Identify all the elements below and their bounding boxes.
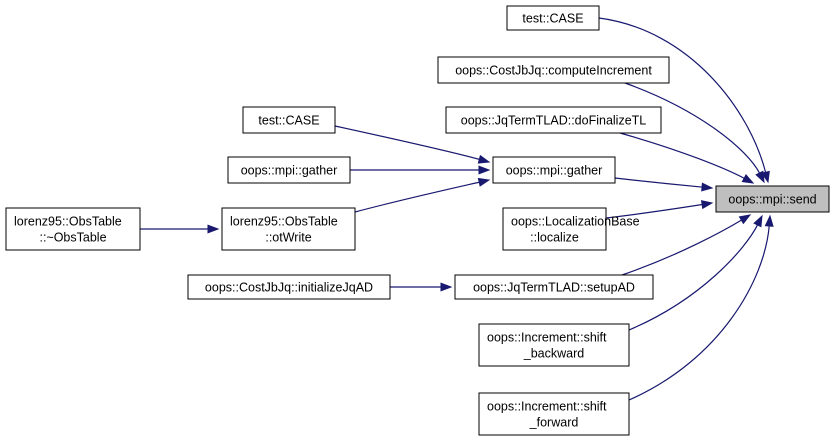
edge-mpi-gather-main-to-mpi-send — [614, 177, 714, 192]
edge-initialize-jq-ad-to-setup-ad — [390, 282, 453, 292]
node-box[interactable] — [715, 185, 830, 213]
edge-shift-forward-to-mpi-send — [628, 214, 774, 401]
node-box[interactable] — [437, 56, 670, 84]
arrow-head — [478, 165, 491, 175]
arrow-head — [753, 214, 763, 228]
arrow-head — [700, 200, 714, 210]
node-box[interactable] — [478, 392, 630, 436]
node-label: oops::CostJbJq::initializeJqAD — [205, 281, 373, 295]
node-label: oops::Increment::shift — [487, 331, 607, 345]
node-do-finalize-tl[interactable]: oops::JqTermTLAD::doFinalizeTL — [445, 106, 662, 134]
node-label: ::localize — [530, 231, 579, 245]
edge-setup-ad-to-mpi-send — [621, 214, 752, 276]
node-shift-backward[interactable]: oops::Increment::shift_backward — [478, 323, 630, 367]
node-shift-forward[interactable]: oops::Increment::shift_forward — [478, 392, 630, 436]
node-setup-ad[interactable]: oops::JqTermTLAD::setupAD — [454, 274, 654, 300]
node-box[interactable] — [221, 207, 356, 251]
node-label: oops::JqTermTLAD::setupAD — [473, 281, 635, 295]
node-label: oops::LocalizationBase — [511, 215, 640, 229]
node-box[interactable] — [478, 323, 630, 367]
node-localize[interactable]: oops::LocalizationBase::localize — [502, 207, 640, 251]
arrow-head — [477, 177, 491, 187]
arrow-head — [738, 214, 752, 225]
edge-shift-backward-to-mpi-send — [628, 214, 763, 331]
node-label: test::CASE — [258, 114, 319, 128]
node-label: ::~ObsTable — [39, 231, 106, 245]
edge-test-case-1-to-mpi-send — [598, 17, 770, 184]
arrow-head — [701, 182, 714, 192]
node-label: oops::CostJbJq::computeIncrement — [455, 64, 652, 78]
node-mpi-gather-left[interactable]: oops::mpi::gather — [227, 156, 351, 184]
edge-ot-write-to-mpi-gather-main — [354, 177, 491, 213]
node-initialize-jq-ad[interactable]: oops::CostJbJq::initializeJqAD — [187, 274, 391, 300]
node-label: oops::Increment::shift — [487, 400, 607, 414]
edge-compute-increment-to-mpi-send — [624, 82, 765, 184]
node-ot-write[interactable]: lorenz95::ObsTable::otWrite — [221, 207, 356, 251]
arrow-head — [761, 170, 770, 184]
arrow-head — [207, 224, 220, 234]
node-layer: oops::mpi::sendtest::CASEoops::CostJbJq:… — [5, 5, 830, 436]
node-label: oops::mpi::send — [728, 193, 816, 207]
node-label: lorenz95::ObsTable — [230, 215, 338, 229]
node-mpi-gather-main[interactable]: oops::mpi::gather — [492, 156, 616, 184]
node-test-case-2[interactable]: test::CASE — [242, 106, 336, 134]
node-mpi-send[interactable]: oops::mpi::send — [715, 185, 830, 213]
node-label: _forward — [529, 416, 579, 430]
node-box[interactable] — [506, 5, 600, 31]
node-box[interactable] — [227, 156, 351, 184]
node-label: lorenz95::ObsTable — [14, 215, 122, 229]
arrow-head — [440, 282, 453, 292]
edge-layer — [139, 17, 774, 401]
node-label: oops::JqTermTLAD::doFinalizeTL — [461, 114, 647, 128]
node-label: test::CASE — [522, 12, 583, 26]
node-box[interactable] — [5, 207, 141, 251]
edge-localize-to-mpi-send — [605, 200, 714, 219]
node-box[interactable] — [454, 274, 654, 300]
node-box[interactable] — [242, 106, 336, 134]
node-box[interactable] — [492, 156, 616, 184]
arrow-head — [741, 174, 755, 184]
node-box[interactable] — [445, 106, 662, 134]
node-obs-table-dtor[interactable]: lorenz95::ObsTable::~ObsTable — [5, 207, 141, 251]
arrow-head — [764, 214, 774, 227]
node-test-case-1[interactable]: test::CASE — [506, 5, 600, 31]
edge-mpi-gather-left-to-mpi-gather-main — [350, 165, 491, 175]
node-box[interactable] — [502, 207, 607, 251]
arrow-head — [755, 170, 765, 184]
node-compute-increment[interactable]: oops::CostJbJq::computeIncrement — [437, 56, 670, 84]
node-label: oops::mpi::gather — [506, 164, 603, 178]
arrow-head — [477, 154, 491, 164]
node-label: oops::mpi::gather — [241, 164, 338, 178]
edge-test-case-2-to-mpi-gather-main — [334, 125, 491, 164]
edge-do-finalize-tl-to-mpi-send — [619, 132, 755, 184]
edge-obs-table-dtor-to-ot-write — [139, 224, 220, 234]
node-label: ::otWrite — [265, 231, 311, 245]
node-label: _backward — [523, 347, 584, 361]
node-box[interactable] — [187, 274, 391, 300]
